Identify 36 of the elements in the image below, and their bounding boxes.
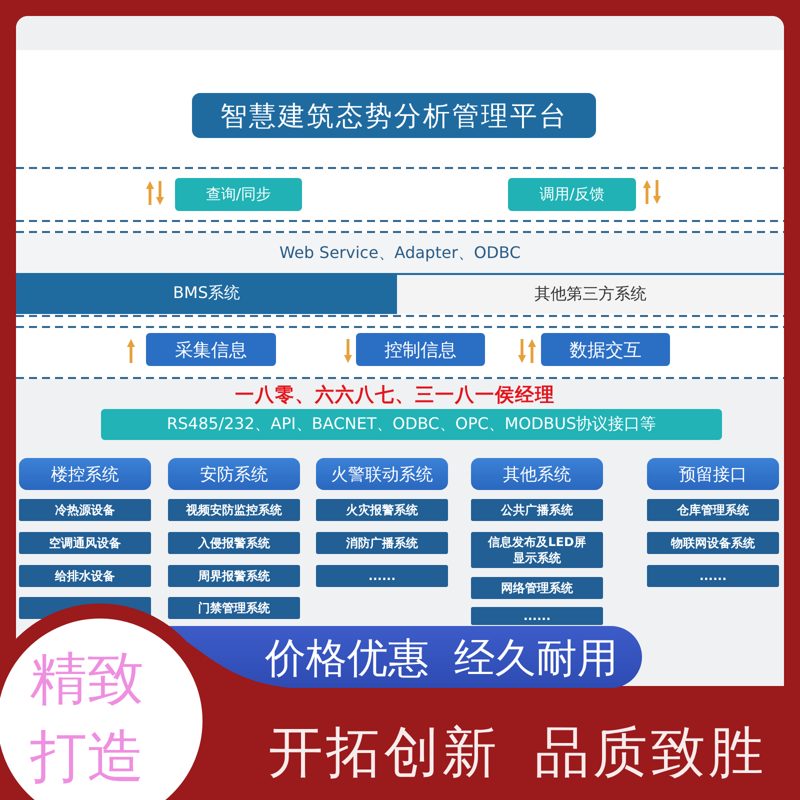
subsystem-tile: 公共广播系统: [471, 499, 603, 521]
flow-tag: 采集信息: [146, 333, 276, 366]
subsystem-tile: 视频安防监控系统: [168, 499, 300, 521]
slogan-text: 价格优惠 经久耐用: [265, 633, 618, 683]
subsystem-tile: 网络管理系统: [471, 577, 603, 599]
subsystem-tile: 门禁管理系统: [168, 597, 300, 619]
category-header: 预留接口: [647, 458, 779, 490]
subsystem-tile: 空调通风设备: [19, 532, 151, 554]
platform-title-bar: 智慧建筑态势分析管理平台: [192, 93, 596, 138]
subsystem-tile: 物联网设备系统: [647, 532, 779, 554]
interface-tag: 查询/同步: [175, 178, 302, 211]
subsystem-tile: ......: [316, 565, 448, 587]
subsystem-tile: 入侵报警系统: [168, 532, 300, 554]
flow-tag: 控制信息: [356, 333, 485, 366]
category-header: 安防系统: [168, 458, 300, 490]
subsystem-tile: 给排水设备: [19, 565, 151, 587]
slogan-text: 精致打造: [30, 645, 145, 792]
subsystem-tile: 消防广播系统: [316, 532, 448, 554]
subsystem-tile: 仓库管理系统: [647, 499, 779, 521]
category-header: 楼控系统: [19, 458, 151, 490]
system-band: 其他第三方系统: [397, 273, 784, 314]
subsystem-tile: 信息发布及LED屏显示系统: [471, 532, 603, 568]
subsystem-tile: ......: [647, 565, 779, 587]
slogan-text: 开拓创新 品质致胜: [268, 720, 766, 784]
category-header: 火警联动系统: [316, 458, 448, 490]
protocol-band: Web Service、Adapter、ODBC: [16, 233, 784, 273]
category-header: 其他系统: [471, 458, 603, 490]
subsystem-tile: ......: [471, 607, 603, 625]
subsystem-tile: 冷热源设备: [19, 499, 151, 521]
flow-tag: 数据交互: [541, 333, 670, 366]
system-band: BMS系统: [16, 273, 397, 314]
subsystem-tile: 周界报警系统: [168, 565, 300, 587]
protocol-bar: RS485/232、API、BACNET、ODBC、OPC、MODBUS协议接口等: [101, 409, 722, 440]
interface-tag: 调用/反馈: [508, 178, 636, 211]
contact-note: 一八零、六六八七、三一八一侯经理: [234, 383, 556, 407]
subsystem-tile: 火灾报警系统: [316, 499, 448, 521]
